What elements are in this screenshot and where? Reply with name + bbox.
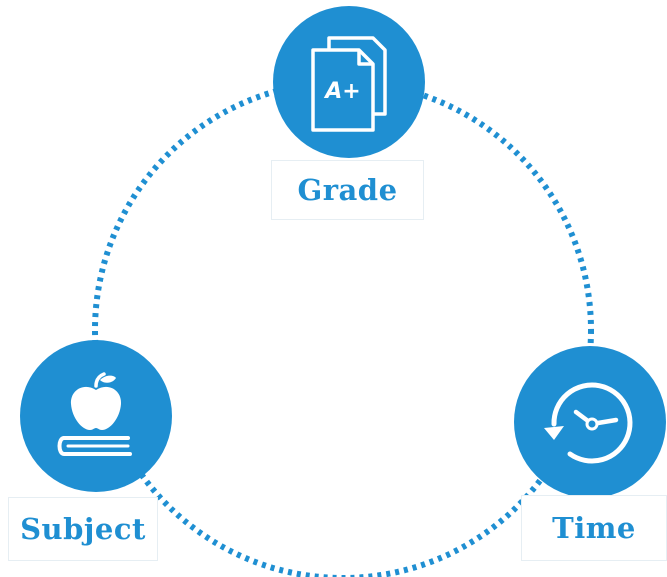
clock-refresh-icon — [544, 382, 633, 464]
grade-mark-text: A+ — [323, 79, 360, 104]
grade-label: Grade — [271, 160, 424, 220]
time-circle — [514, 346, 666, 498]
subject-label: Subject — [8, 497, 158, 561]
grade-circle: A+ — [273, 6, 425, 158]
apple-on-book-icon — [57, 372, 132, 456]
subject-circle — [20, 340, 172, 492]
time-label: Time — [521, 495, 667, 561]
document-grade-icon: A+ — [311, 36, 387, 132]
